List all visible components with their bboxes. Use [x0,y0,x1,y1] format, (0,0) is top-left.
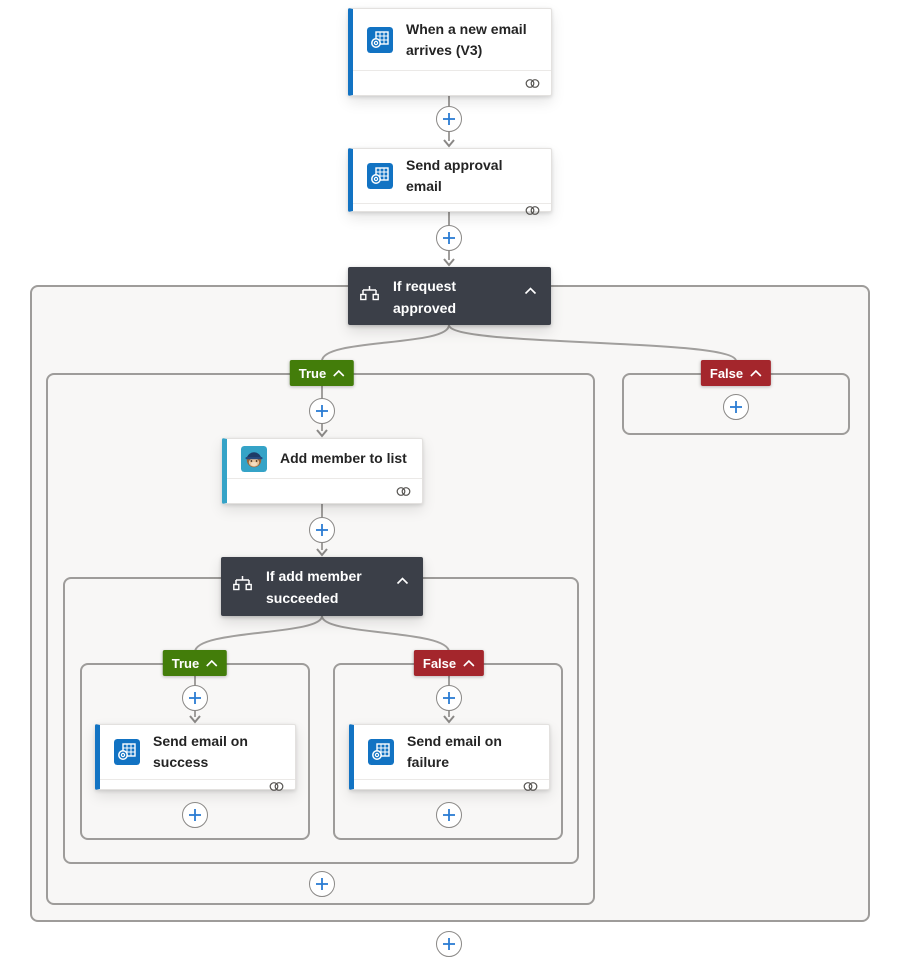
card-footer [353,203,551,217]
card-header: Send email on failure [354,725,549,779]
plus-icon [189,692,201,704]
card-footer [227,478,422,503]
plus-icon [443,938,455,950]
link-icon[interactable] [524,77,541,90]
outlook-icon [368,739,394,765]
plus-icon [316,405,328,417]
card-header: Send approval email [353,149,551,203]
condition-card-if-request-approved[interactable]: If request approved [348,267,551,325]
link-icon[interactable] [524,204,541,217]
insert-step-button[interactable] [436,106,462,132]
badge-label: False [709,365,744,381]
card-title: Send approval email [406,157,503,194]
insert-step-button[interactable] [309,871,335,897]
card-title: Send email on failure [407,733,502,770]
insert-step-button[interactable] [436,685,462,711]
plus-icon [443,232,455,244]
card-footer [354,779,549,793]
action-card-send-approval-email[interactable]: Send approval email [348,148,552,215]
condition-icon [233,575,252,597]
insert-step-button[interactable] [182,685,208,711]
insert-step-button[interactable] [309,398,335,424]
insert-step-button[interactable] [182,802,208,828]
true-branch-badge-request-approved[interactable]: True [289,360,355,386]
condition-card-if-add-member-succeeded[interactable]: If add member succeeded [221,557,423,616]
true-branch-badge-add-member-succeeded[interactable]: True [162,650,228,676]
outlook-icon [114,739,140,765]
badge-label: False [422,655,457,671]
condition-title: If add member succeeded [266,568,362,606]
insert-step-button[interactable] [436,931,462,957]
condition-title: If request approved [393,278,457,316]
chevron-up-icon [206,659,218,667]
outlook-icon [367,163,393,189]
plus-icon [443,809,455,821]
plus-icon [443,113,455,125]
badge-label: True [298,365,327,381]
false-branch-badge-add-member-succeeded[interactable]: False [413,650,485,676]
link-icon[interactable] [268,780,285,793]
card-header: Send email on success [100,725,295,779]
badge-label: True [171,655,200,671]
insert-step-button[interactable] [723,394,749,420]
card-title: Add member to list [280,450,407,466]
trigger-card-when-a-new-email-arrives[interactable]: When a new email arrives (V3) [348,8,552,96]
chevron-up-icon[interactable] [522,280,539,302]
chevron-up-icon [750,369,762,377]
card-header: When a new email arrives (V3) [353,9,551,70]
insert-step-button[interactable] [309,517,335,543]
link-icon[interactable] [395,485,412,498]
outlook-icon [367,26,393,53]
mailchimp-icon [241,445,267,472]
condition-icon [360,285,379,307]
card-footer [100,779,295,793]
plus-icon [730,401,742,413]
insert-step-button[interactable] [436,225,462,251]
card-title: Send email on success [153,733,248,770]
action-card-send-email-on-failure[interactable]: Send email on failure [349,724,550,793]
insert-step-button[interactable] [436,802,462,828]
chevron-up-icon[interactable] [394,570,411,592]
plus-icon [316,878,328,890]
chevron-up-icon [333,369,345,377]
plus-icon [189,809,201,821]
action-card-add-member-to-list[interactable]: Add member to list [222,438,423,504]
card-header: Add member to list [227,439,422,478]
link-icon[interactable] [522,780,539,793]
plus-icon [316,524,328,536]
plus-icon [443,692,455,704]
action-card-send-email-on-success[interactable]: Send email on success [95,724,296,793]
card-footer [353,70,551,95]
card-title: When a new email arrives (V3) [406,20,527,58]
chevron-up-icon [463,659,475,667]
false-branch-badge-request-approved[interactable]: False [700,360,772,386]
